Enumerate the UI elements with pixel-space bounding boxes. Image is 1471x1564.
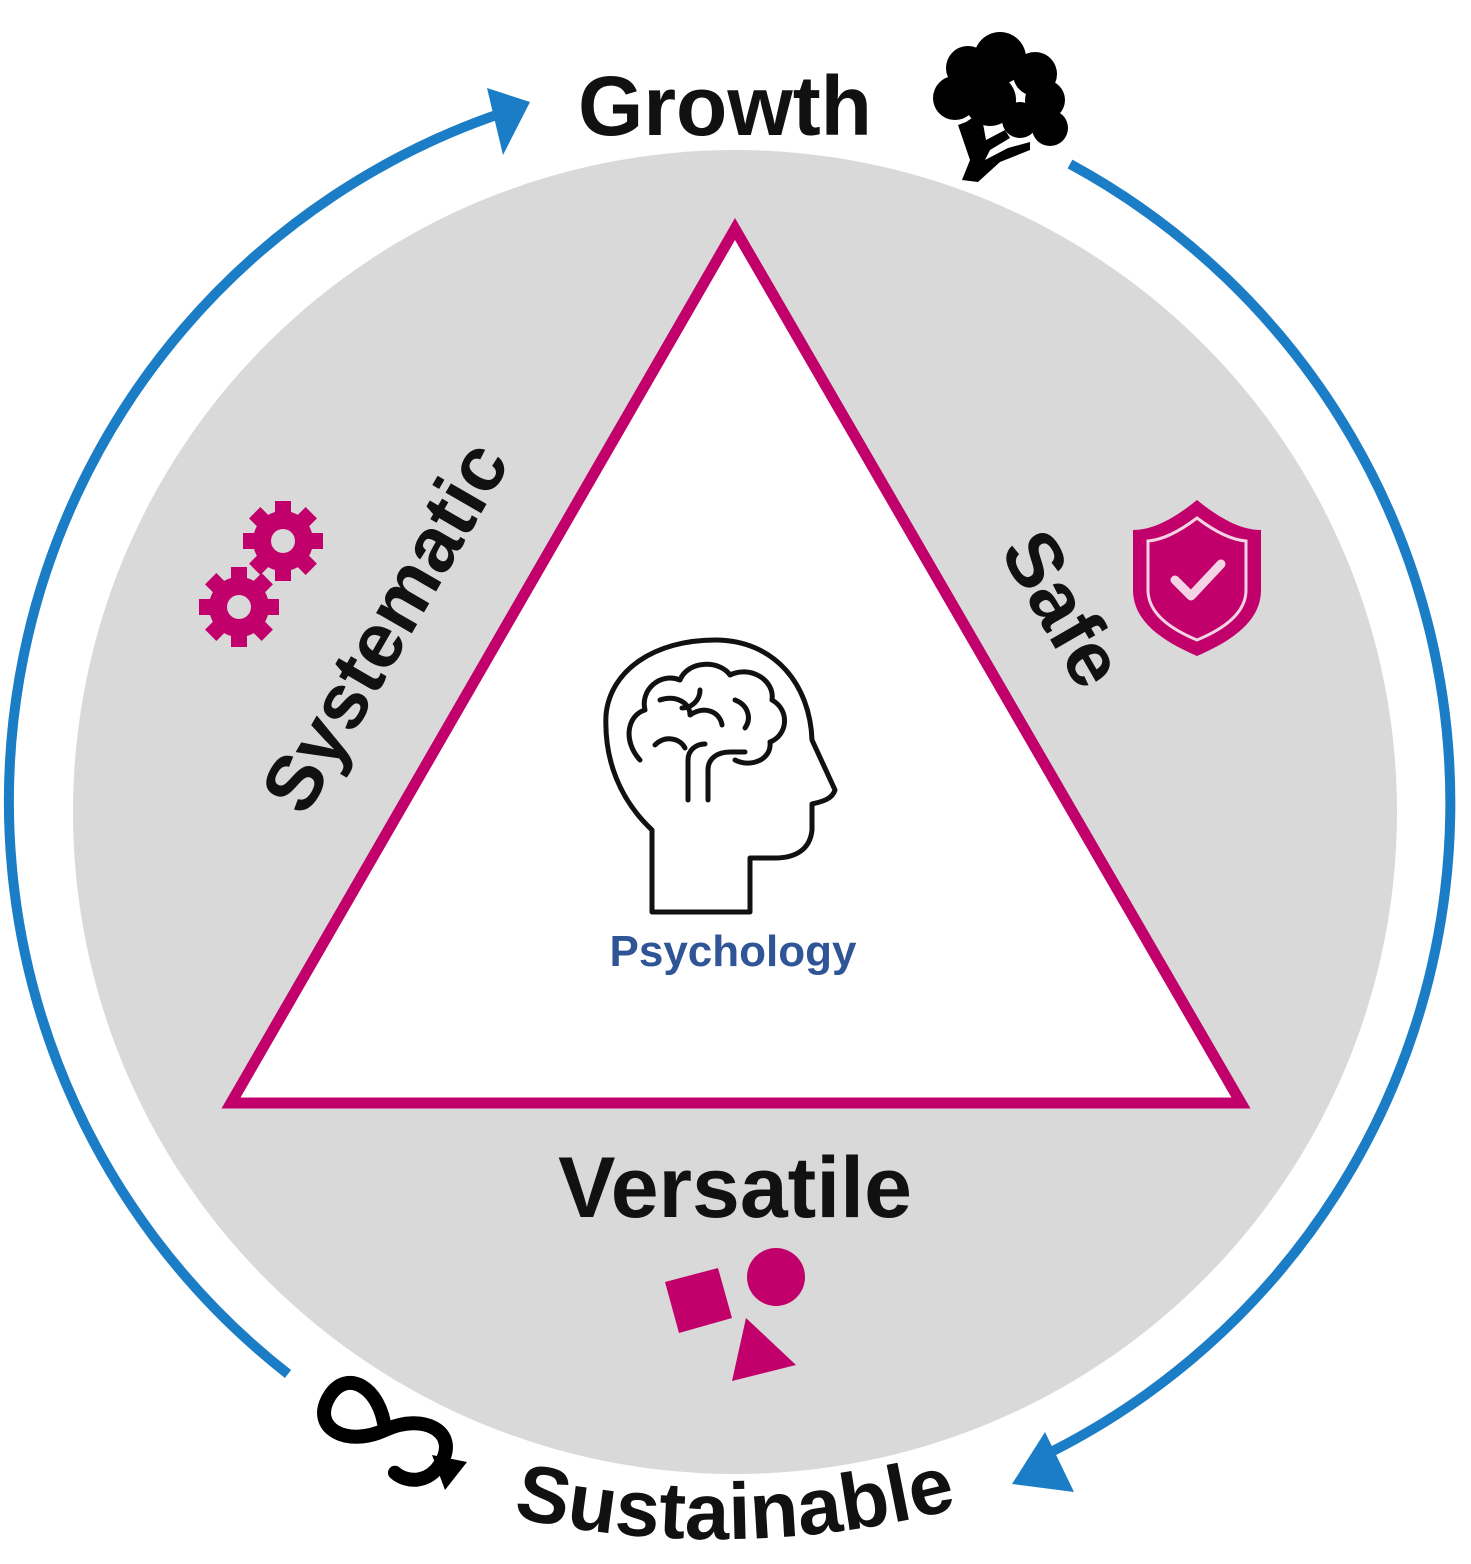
tree-icon [933, 32, 1068, 182]
center-label: Psychology [610, 927, 857, 976]
shield-check-icon [1133, 500, 1261, 656]
cycle-arrow-left [3, 107, 507, 1378]
infinity-arrowhead [432, 1455, 467, 1490]
cycle-arrowhead-bottom [1012, 1432, 1074, 1492]
cycle-arrow-right [1042, 159, 1456, 1460]
gears-icon [199, 501, 323, 647]
cycle-arrows [3, 88, 1456, 1492]
cycle-arrowhead-top [487, 88, 530, 155]
brain-head-icon [603, 637, 838, 915]
growth-label: Growth [578, 59, 872, 153]
shapes-icon [665, 1248, 805, 1381]
versatile-label: Versatile [558, 1140, 912, 1236]
core-triangle [221, 218, 1251, 1109]
